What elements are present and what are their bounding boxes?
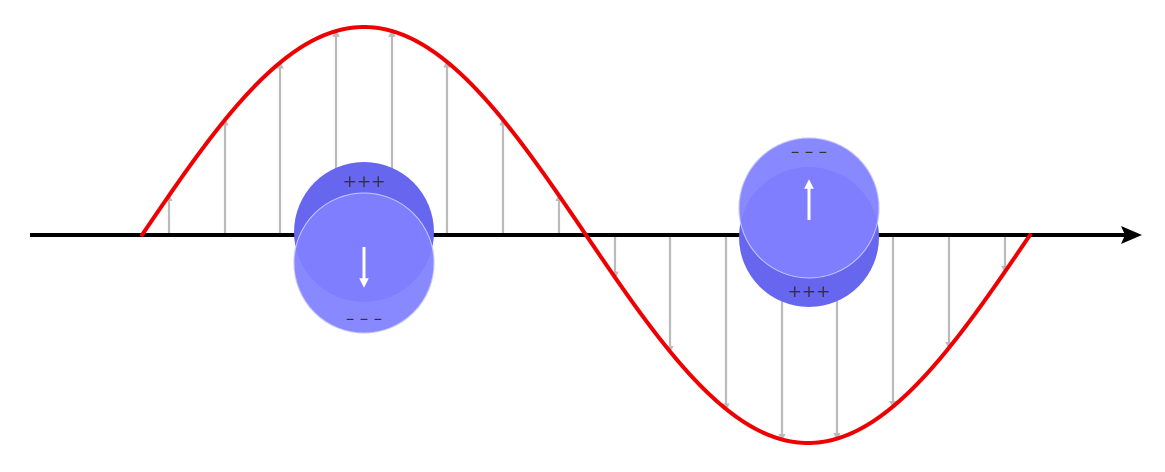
sphere-left-bottom-charge: – – – xyxy=(346,309,382,329)
sphere-left-top-charge: +++ xyxy=(343,172,386,192)
sine-wave xyxy=(140,24,1032,446)
sphere-right: – – – +++ xyxy=(738,137,880,307)
sphere-right-top-charge: – – – xyxy=(791,142,827,162)
axis-arrow xyxy=(30,226,1142,244)
axis-arrowhead xyxy=(1121,226,1142,244)
sphere-left: +++ – – – xyxy=(293,162,435,334)
sphere-right-bottom-charge: +++ xyxy=(788,282,831,302)
